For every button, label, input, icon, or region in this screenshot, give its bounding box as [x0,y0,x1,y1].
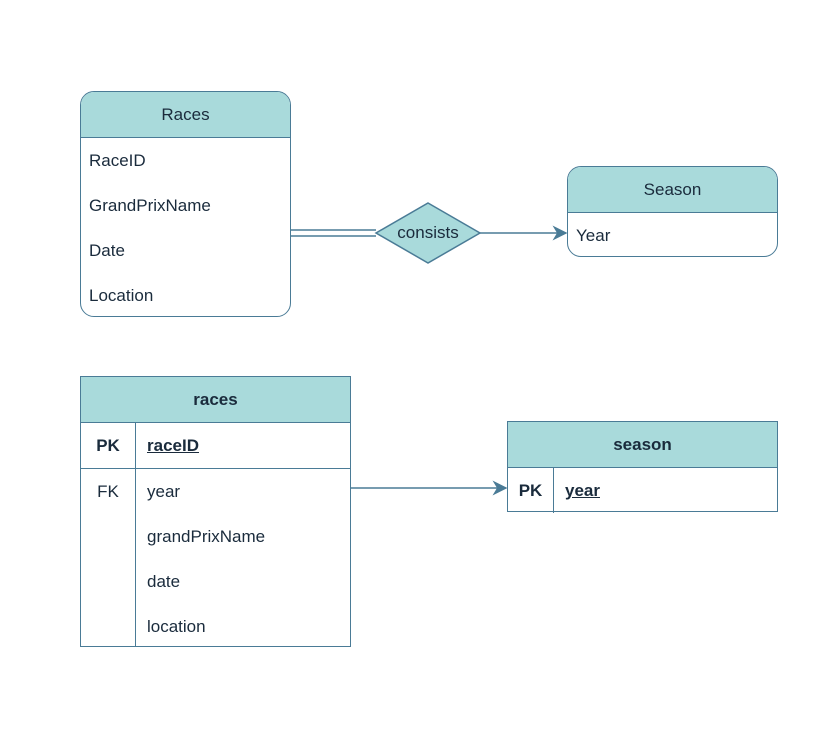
entity-season-title: Season [568,167,777,213]
entity-races-title: Races [81,92,290,138]
table-races-title: races [81,377,350,423]
entity-season: Season Year [567,166,778,257]
table-races-columns: FK year grandPrixName date location [81,469,350,647]
table-races-pk-row: PK raceID [81,423,350,469]
attribute-raceid: RaceID [89,151,146,170]
relationship-label: consists [397,223,459,242]
column-location: location [147,617,206,636]
column-date: date [147,572,181,591]
pk-label: PK [508,468,554,513]
fk-label: FK [97,482,119,501]
pk-column-raceid: raceID [147,436,199,455]
attribute-year: Year [576,226,611,245]
table-season-pk-row: PK year [508,468,777,513]
relationship-diamond [374,202,482,264]
column-year: year [147,482,181,501]
column-grandprixname: grandPrixName [147,527,266,546]
attribute-grandprixname: GrandPrixName [89,196,211,215]
column-list: year grandPrixName date location [136,469,350,647]
table-season: season PK year [507,421,778,513]
table-races: races PK raceID FK year grandPrixName da… [80,376,351,647]
table-season-title: season [508,422,777,468]
attribute-location: Location [89,286,154,305]
pk-label: PK [81,423,136,468]
attribute-date: Date [89,241,125,260]
key-column: FK [81,469,136,647]
pk-column-year: year [565,481,600,500]
entity-races: Races RaceID GrandPrixName Date Location [80,91,291,317]
